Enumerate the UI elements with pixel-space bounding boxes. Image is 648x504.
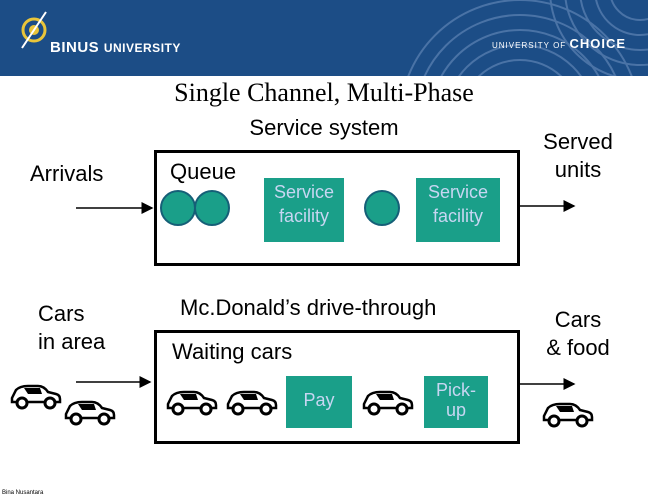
served-label-line1: Served	[543, 129, 613, 154]
logo-word: UNIVERSITY	[103, 41, 181, 55]
tagline-choice: CHOICE	[569, 36, 626, 51]
logo-text: BINUS UNIVERSITY	[50, 39, 181, 56]
car-icon	[542, 402, 594, 428]
logo-name: BINUS	[50, 39, 100, 56]
header-arcs-decoration	[407, 0, 648, 76]
queue-label: Queue	[170, 159, 237, 184]
cars-label-line1: Cars	[38, 301, 85, 326]
car-icon	[64, 400, 116, 426]
pickup-line2: up	[445, 400, 467, 420]
logo-icon	[21, 11, 47, 49]
cars-food-line2: & food	[546, 335, 610, 360]
pay-window: Pay	[286, 376, 352, 428]
waiting-cars-label: Waiting cars	[172, 339, 293, 364]
slide-title: Single Channel, Multi-Phase	[174, 78, 474, 107]
footer-author: Bina Nusantara	[2, 490, 44, 496]
pickup-line1: Pick-	[436, 380, 476, 400]
queue-unit	[364, 190, 400, 226]
cars-in-area-label: Cars in area	[38, 300, 105, 356]
tagline: UNIVERSITY OF CHOICE	[492, 36, 626, 51]
cars-label-line2: in area	[38, 329, 106, 354]
cars-food-line1: Cars	[554, 307, 602, 332]
car-icon	[362, 390, 414, 416]
pickup-window: Pick- up	[424, 376, 488, 428]
car-icon	[166, 390, 218, 416]
header-banner: BINUS UNIVERSITY UNIVERSITY OF CHOICE	[0, 0, 648, 76]
slide-subtitle: Service system	[249, 115, 399, 140]
arrivals-label: Arrivals	[30, 161, 104, 186]
cars-and-food-label: Cars & food	[528, 306, 628, 362]
service-facility-1: Service facility	[264, 178, 344, 242]
served-label-line2: units	[554, 157, 602, 182]
queue-unit	[194, 190, 230, 226]
service-facility-2: Service facility	[416, 178, 500, 242]
car-icon	[226, 390, 278, 416]
car-icon	[10, 384, 62, 410]
tagline-prefix: UNIVERSITY OF	[492, 41, 567, 50]
drive-through-heading: Mc.Donald’s drive-through	[180, 295, 437, 320]
served-units-label: Served units	[528, 128, 628, 184]
queue-unit	[160, 190, 196, 226]
